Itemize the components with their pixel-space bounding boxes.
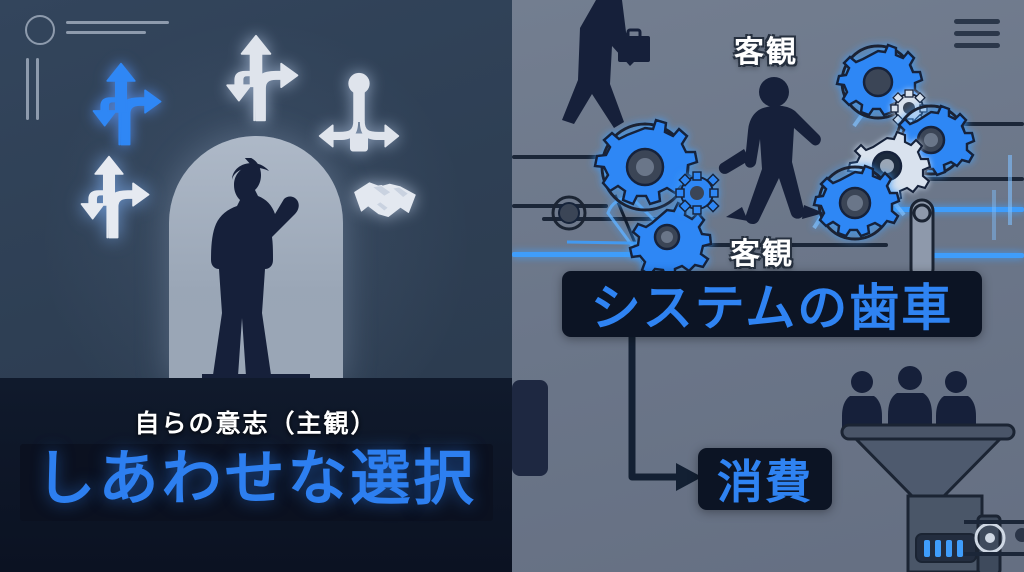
funnel-machine — [840, 423, 1016, 572]
businessman-with-briefcase-silhouette — [562, 0, 650, 128]
caption-headline-wrap: しあわせな選択 — [0, 444, 512, 521]
placeholder-vertical-bar — [36, 58, 39, 120]
placeholder-text-line — [66, 31, 146, 34]
three-way-arrow-icon — [92, 62, 162, 146]
system-gears-panel: 客観 客観 システムの歯車 消費 — [512, 0, 1024, 572]
system-gears-chip: システムの歯車 — [562, 271, 982, 337]
caption-headline: しあわせな選択 — [19, 444, 493, 521]
hamburger-bar — [954, 43, 1000, 48]
consumption-chip: 消費 — [698, 448, 832, 510]
three-way-arrow-icon — [80, 155, 150, 239]
circle-avatar-icon — [25, 15, 55, 45]
platform-line — [916, 253, 1024, 258]
platform-line — [892, 207, 1024, 212]
placeholder-vertical-bar — [26, 58, 29, 120]
caption-banner: 自らの意志（主観） しあわせな選択 — [0, 378, 512, 572]
placeholder-text-line — [66, 21, 169, 24]
platform-line — [542, 217, 672, 221]
platform-line — [915, 177, 1024, 181]
gear-icon — [593, 118, 699, 212]
subjective-choice-panel: 自らの意志（主観） しあわせな選択 — [0, 0, 512, 572]
handshake-icon — [354, 182, 416, 217]
gear-icon — [675, 171, 720, 215]
hamburger-menu-icon[interactable] — [954, 19, 1000, 49]
side-panel-block — [512, 380, 548, 476]
three-way-arrow-icon — [318, 72, 400, 152]
gear-icon — [551, 195, 587, 231]
platform-line — [512, 204, 608, 208]
gear-assembly — [512, 0, 1024, 572]
flow-arrow-to-consumption — [628, 333, 702, 491]
objective-label-top: 客観 — [734, 35, 798, 70]
hamburger-bar — [954, 31, 1000, 36]
three-way-arrow-icon — [226, 34, 299, 122]
platform-line — [512, 155, 624, 159]
gear-icon — [812, 164, 901, 241]
hamburger-bar — [954, 19, 1000, 24]
platform-line — [698, 243, 888, 247]
caption-subtitle: 自らの意志（主観） — [134, 409, 378, 438]
thinking-person-silhouette — [202, 158, 310, 384]
walking-person-silhouette — [718, 77, 824, 225]
conveyor-roller-group — [964, 155, 1024, 556]
platform-line — [512, 252, 662, 257]
objective-label-bottom: 客観 — [730, 237, 794, 272]
crowd-silhouette-group — [842, 366, 976, 428]
conveyor-arm — [909, 198, 935, 282]
platform-line — [915, 122, 1024, 126]
gear-icon — [628, 201, 713, 280]
